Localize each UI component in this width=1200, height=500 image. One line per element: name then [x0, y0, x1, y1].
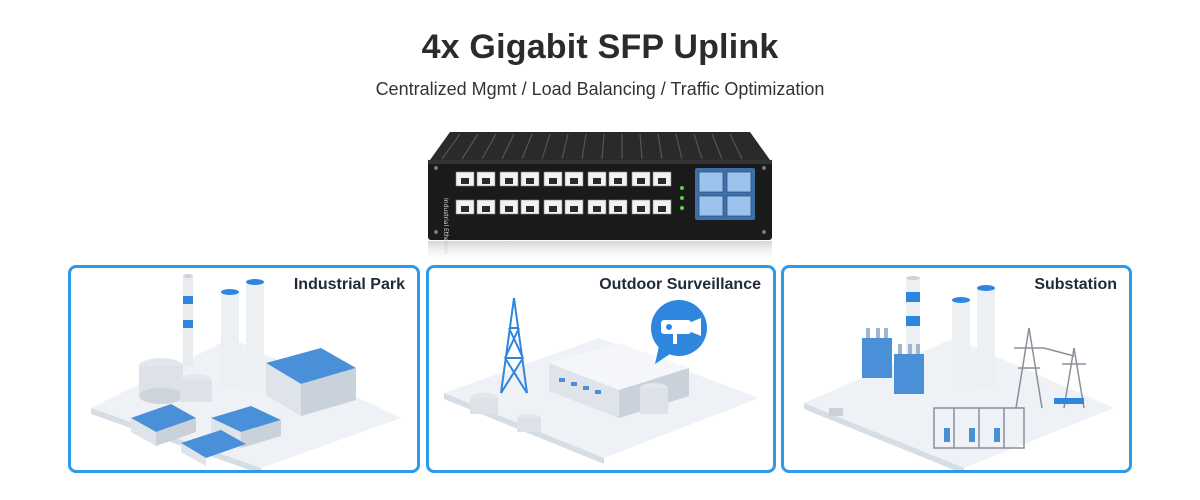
factory-icon — [91, 274, 401, 470]
page-subtitle: Centralized Mgmt / Load Balancing / Traf… — [375, 79, 825, 99]
ethernet-switch-image: Industrial Ethernet — [420, 110, 780, 265]
power-tower-icon — [804, 276, 1114, 470]
scenario-card-industrial-park: Industrial Park — [68, 265, 420, 473]
scenario-card-outdoor-surveillance: Outdoor Surveillance — [426, 265, 776, 473]
scenario-card-substation: Substation — [781, 265, 1132, 473]
camera-icon — [444, 297, 759, 464]
scenario-label: Industrial Park — [293, 276, 405, 293]
svg-text:Industrial Ethernet: Industrial Ethernet — [442, 198, 449, 255]
scenario-label: Substation — [1034, 276, 1117, 293]
page-title: 4x Gigabit SFP Uplink — [421, 28, 779, 66]
scenario-label: Outdoor Surveillance — [599, 276, 761, 293]
